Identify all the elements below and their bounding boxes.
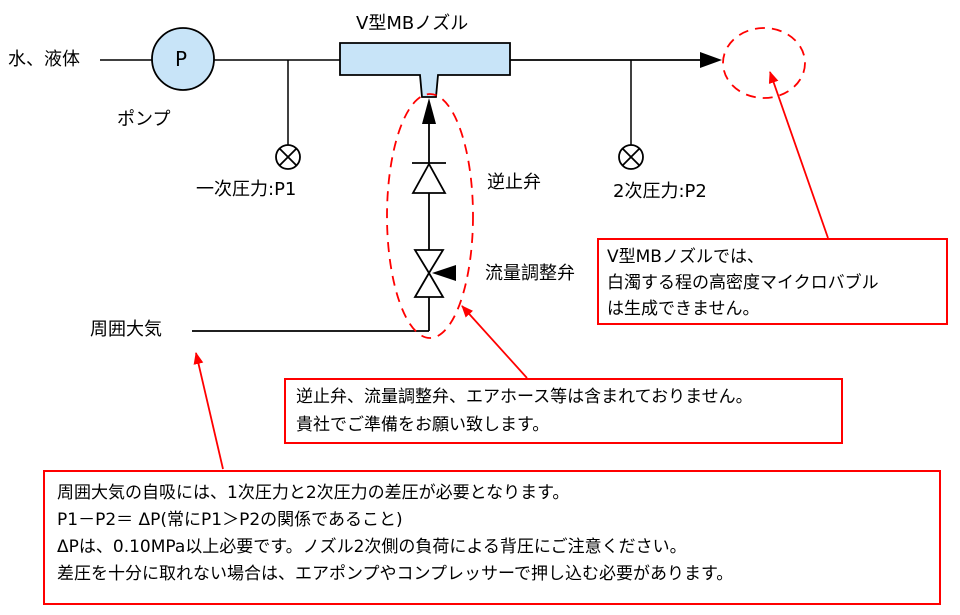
primary-pressure-label: 一次圧力:P1 [196, 179, 297, 200]
flow-valve-needle-icon [432, 265, 456, 281]
nozzle-body-shape [339, 42, 511, 98]
check-valve-symbol [411, 162, 447, 194]
note-line: V型MBノズルでは、 [607, 247, 764, 267]
flow-valve-upper-triangle [413, 249, 445, 275]
check-valve-label: 逆止弁 [487, 172, 541, 193]
pump-symbol-circle [151, 27, 215, 91]
flow-valve-lower-triangle [413, 271, 445, 298]
note-line: 差圧を十分に取れない場合は、エアポンプやコンプレッサーで押し込む必要があります。 [57, 564, 734, 584]
note-arrow-to-valves [461, 305, 528, 379]
p1-gauge-cross-2 [278, 147, 298, 167]
note-box-pressure-requirement: 周囲大気の自吸には、1次圧力と2次圧力の差圧が必要となります。 P1－P2＝ Δ… [43, 470, 941, 605]
nozzle-label: V型MBノズル [356, 13, 469, 34]
bubble-output-dashed-circle [722, 27, 806, 99]
note-box-nozzle-limitation: V型MBノズルでは、 白濁する程の高密度マイクロバブル は生成できません。 [597, 238, 948, 325]
note-arrow-to-ambient [193, 352, 224, 470]
p2-gauge-cross-2 [621, 147, 641, 167]
note-box-valves-not-included: 逆止弁、流量調整弁、エアホース等は含まれておりません。 貴社でご準備をお願い致し… [284, 378, 843, 444]
pump-symbol-letter: P [175, 47, 188, 71]
inlet-label: 水、液体 [8, 49, 80, 70]
note-line: P1－P2＝ ΔP(常にP1＞P2の関係であること) [57, 510, 403, 530]
note-line: は生成できません。 [607, 299, 760, 319]
note-line: 逆止弁、流量調整弁、エアホース等は含まれておりません。 [296, 387, 753, 407]
note-line: 周囲大気の自吸には、1次圧力と2次圧力の差圧が必要となります。 [57, 483, 570, 503]
flow-direction-arrowhead [700, 52, 722, 68]
secondary-pressure-label: 2次圧力:P2 [613, 181, 707, 202]
air-flow-arrowhead [422, 98, 436, 124]
note-line: ΔPは、0.10MPa以上必要です。ノズル2次側の負荷による背圧にご注意ください… [57, 537, 687, 557]
pump-label: ポンプ [117, 109, 171, 130]
ambient-air-label: 周囲大気 [90, 319, 162, 340]
note-arrow-to-bubble-circle [768, 71, 829, 239]
note-line: 貴社でご準備をお願い致します。 [296, 415, 550, 435]
note-line: 白濁する程の高密度マイクロバブル [607, 273, 879, 293]
flow-control-valve-label: 流量調整弁 [485, 263, 575, 284]
valves-dashed-ellipse [386, 93, 474, 339]
